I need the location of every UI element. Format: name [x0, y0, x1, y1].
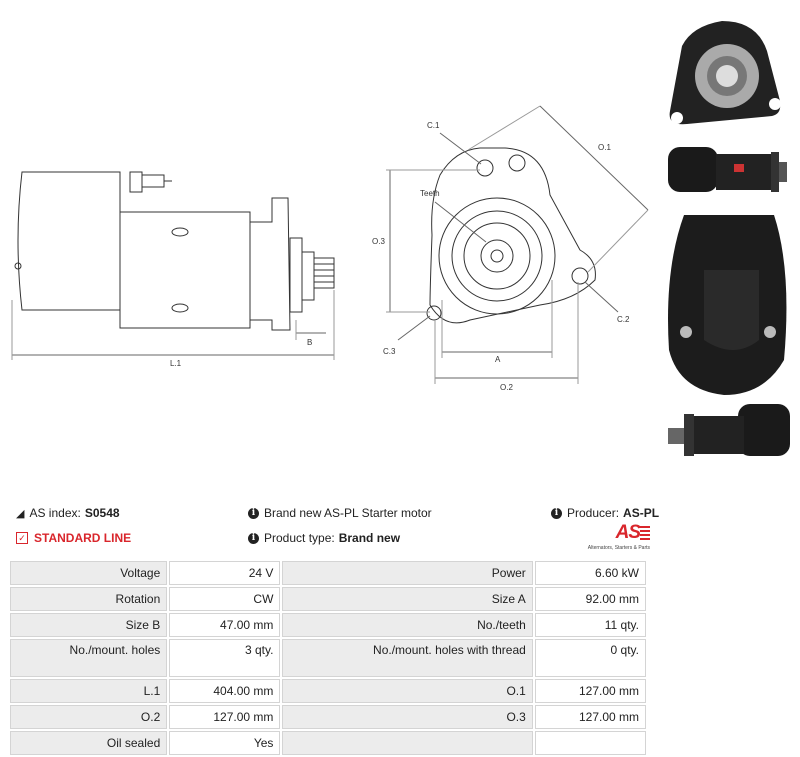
spec-label: Power: [282, 561, 533, 585]
as-pl-logo: AS Alternators, Starters & Parts: [587, 522, 650, 551]
spec-value: 6.60 kW: [534, 561, 646, 585]
spec-label: O.3: [282, 705, 533, 729]
spec-value: 3 qty.: [169, 639, 281, 677]
spec-label: No./mount. holes with thread: [282, 639, 533, 677]
tag-icon: ◢: [16, 507, 25, 520]
label-b: B: [307, 338, 312, 347]
spec-label: O.1: [282, 679, 533, 703]
checkbox-checked-icon: ✓: [16, 532, 28, 544]
spec-value: 24 V: [169, 561, 281, 585]
spec-label: L.1: [10, 679, 168, 703]
info-icon: i: [248, 532, 259, 544]
as-index-value: S0548: [84, 506, 120, 520]
standard-line: ✓ STANDARD LINE: [16, 531, 131, 545]
label-c2: C.2: [617, 315, 630, 324]
label-a: A: [495, 355, 501, 364]
spec-label: No./teeth: [282, 613, 533, 637]
product-type: i Product type: Brand new: [248, 531, 400, 545]
spec-value: 11 qty.: [534, 613, 646, 637]
spec-label: Oil sealed: [10, 731, 168, 755]
solenoid-outline: [17, 171, 121, 311]
spec-value: 127.00 mm: [534, 705, 646, 729]
producer-value: AS-PL: [623, 506, 660, 520]
as-index: ◢ AS index: S0548: [16, 506, 120, 520]
info-icon: i: [248, 507, 259, 519]
info-icon: i: [551, 507, 562, 519]
spec-label: Voltage: [10, 561, 168, 585]
front-pinion: [480, 239, 514, 273]
technical-drawing: L.1 B C.1 O.1 Teeth O.3 C.2 C.3 A O.2: [11, 105, 649, 392]
photo-front-view: [662, 6, 790, 136]
label-l1: L.1: [170, 359, 182, 368]
label-teeth: Teeth: [420, 189, 440, 198]
spec-value: 47.00 mm: [169, 613, 281, 637]
pinion-side: [313, 257, 335, 289]
product-description: i Brand new AS-PL Starter motor: [248, 506, 432, 520]
spec-label: [282, 731, 533, 755]
spec-value: 92.00 mm: [534, 587, 646, 611]
label-o2: O.2: [500, 383, 513, 392]
photo-side-view: [662, 142, 790, 202]
label-c1: C.1: [427, 121, 440, 130]
spec-value: 127.00 mm: [534, 679, 646, 703]
label-c3: C.3: [383, 347, 396, 356]
label-o1: O.1: [598, 143, 611, 152]
spec-label: O.2: [10, 705, 168, 729]
spec-value: CW: [169, 587, 281, 611]
photo-angled-view: [664, 402, 794, 466]
flange: [249, 197, 291, 331]
spec-value: [534, 731, 646, 755]
label-o3: O.3: [372, 237, 385, 246]
front-flange: [429, 147, 596, 324]
product-type-value: Brand new: [338, 531, 401, 545]
spec-label: Rotation: [10, 587, 168, 611]
spec-value: 404.00 mm: [169, 679, 281, 703]
spec-label: Size B: [10, 613, 168, 637]
spec-value: 127.00 mm: [169, 705, 281, 729]
spec-value: Yes: [169, 731, 281, 755]
spec-label: No./mount. holes: [10, 639, 168, 677]
spec-value: 0 qty.: [534, 639, 646, 677]
photo-solenoid-cap: [664, 210, 794, 400]
spec-label: Size A: [282, 587, 533, 611]
producer: i Producer: AS-PL: [551, 506, 659, 520]
